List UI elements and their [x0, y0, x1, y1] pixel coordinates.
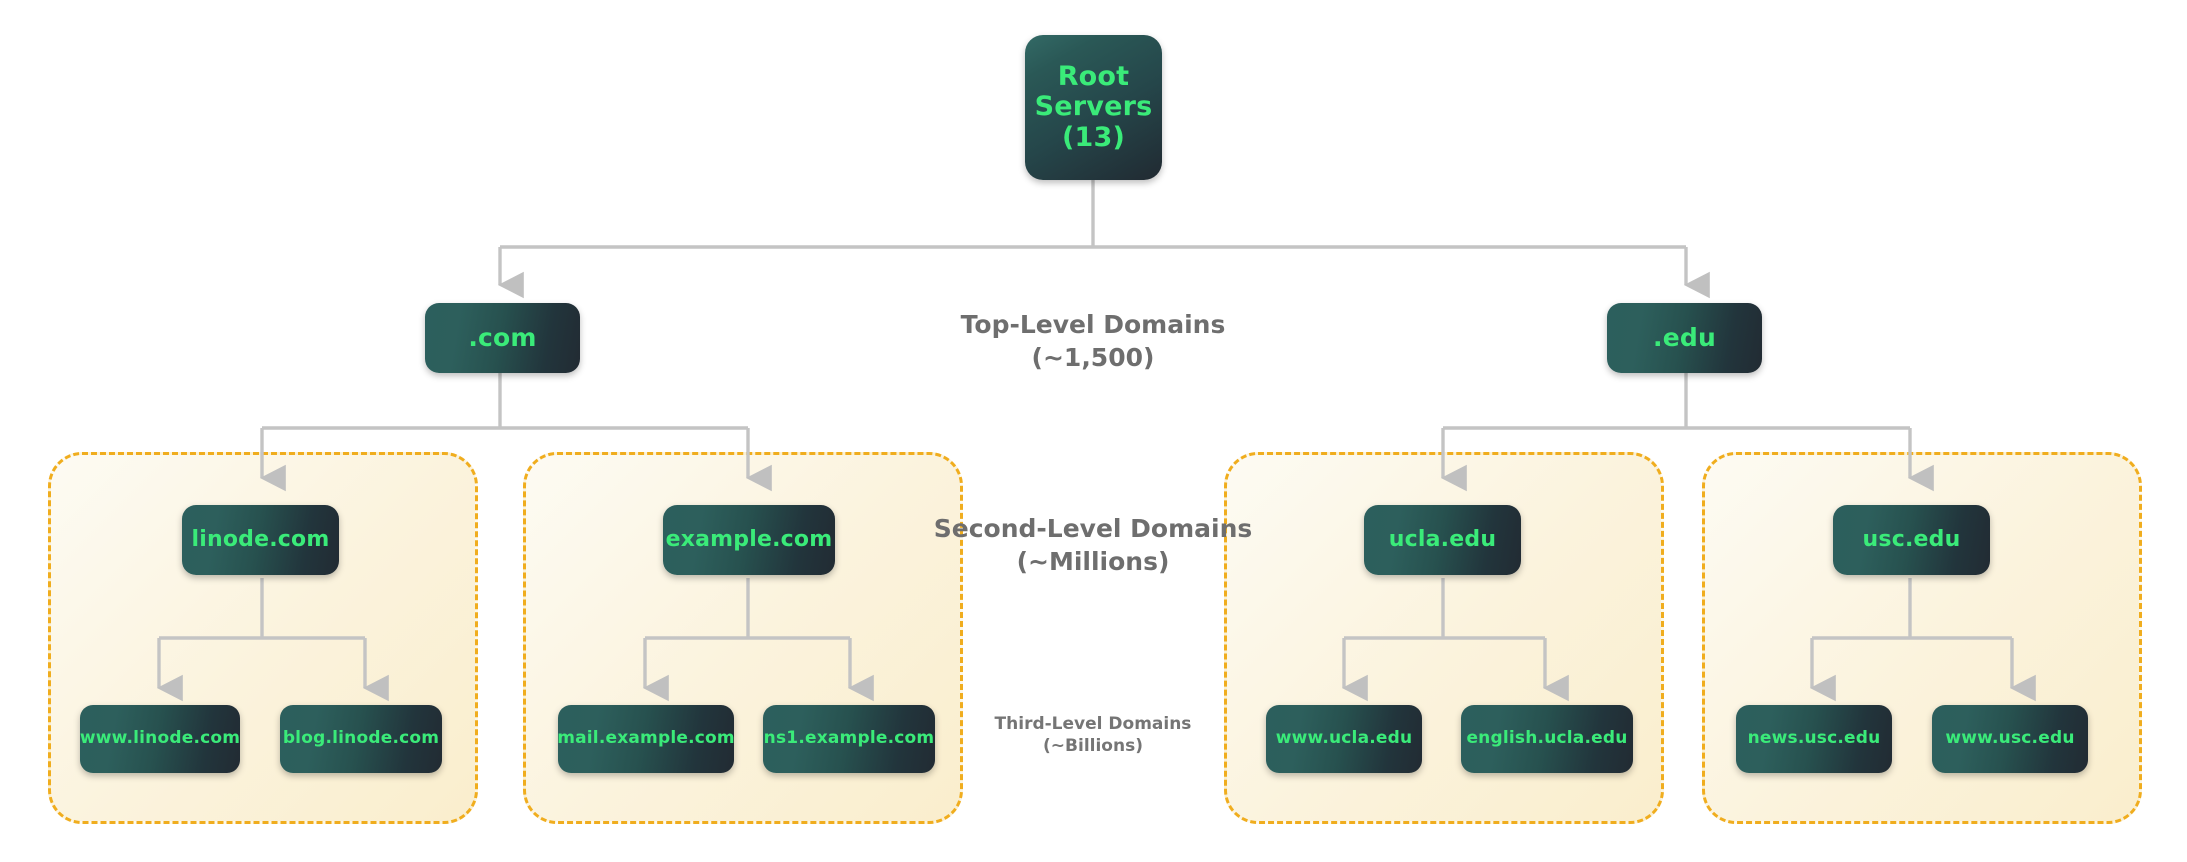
node-sld-linode-com[interactable]: linode.com: [182, 505, 339, 575]
tier-label-second-level: Second-Level Domains (~Millions): [933, 514, 1253, 576]
tier-label-third-level: Third-Level Domains (~Billions): [994, 714, 1192, 757]
node-tld-com[interactable]: .com: [425, 303, 580, 373]
node-sld-ucla-edu[interactable]: ucla.edu: [1364, 505, 1521, 575]
node-sld-usc-edu[interactable]: usc.edu: [1833, 505, 1990, 575]
tier-label-top-level: Top-Level Domains (~1,500): [960, 310, 1226, 372]
node-root-servers[interactable]: Root Servers (13): [1025, 35, 1162, 180]
node-third-ns1-example-com[interactable]: ns1.example.com: [763, 705, 935, 773]
node-third-www-usc-edu[interactable]: www.usc.edu: [1932, 705, 2088, 773]
node-tld-edu[interactable]: .edu: [1607, 303, 1762, 373]
node-third-english-ucla-edu[interactable]: english.ucla.edu: [1461, 705, 1633, 773]
node-third-mail-example-com[interactable]: mail.example.com: [557, 705, 735, 773]
node-third-www-ucla-edu[interactable]: www.ucla.edu: [1266, 705, 1422, 773]
node-third-www-linode-com[interactable]: www.linode.com: [80, 705, 240, 773]
node-third-news-usc-edu[interactable]: news.usc.edu: [1736, 705, 1892, 773]
node-third-blog-linode-com[interactable]: blog.linode.com: [280, 705, 442, 773]
node-sld-example-com[interactable]: example.com: [663, 505, 835, 575]
